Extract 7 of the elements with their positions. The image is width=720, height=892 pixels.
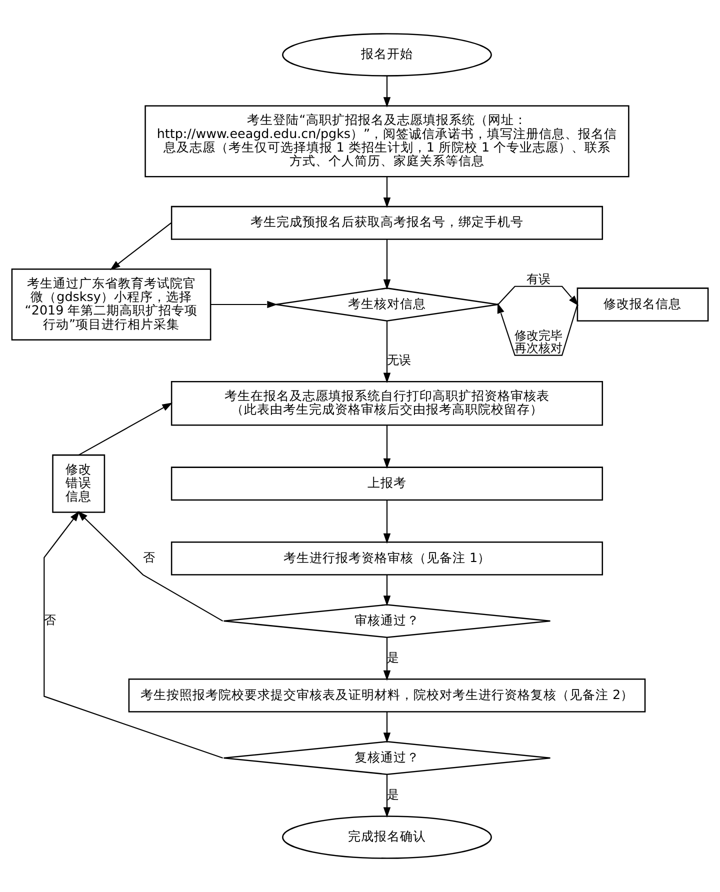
edge-label: 修改完毕再次核对 [514,328,562,356]
edge-label: 否 [142,550,155,565]
edge-label: 是 [386,650,399,664]
edge-label: 否 [44,613,56,628]
edge-label: 无误 [386,352,411,367]
edge-label: 是 [386,787,399,802]
edge-label: 有误 [526,272,550,286]
